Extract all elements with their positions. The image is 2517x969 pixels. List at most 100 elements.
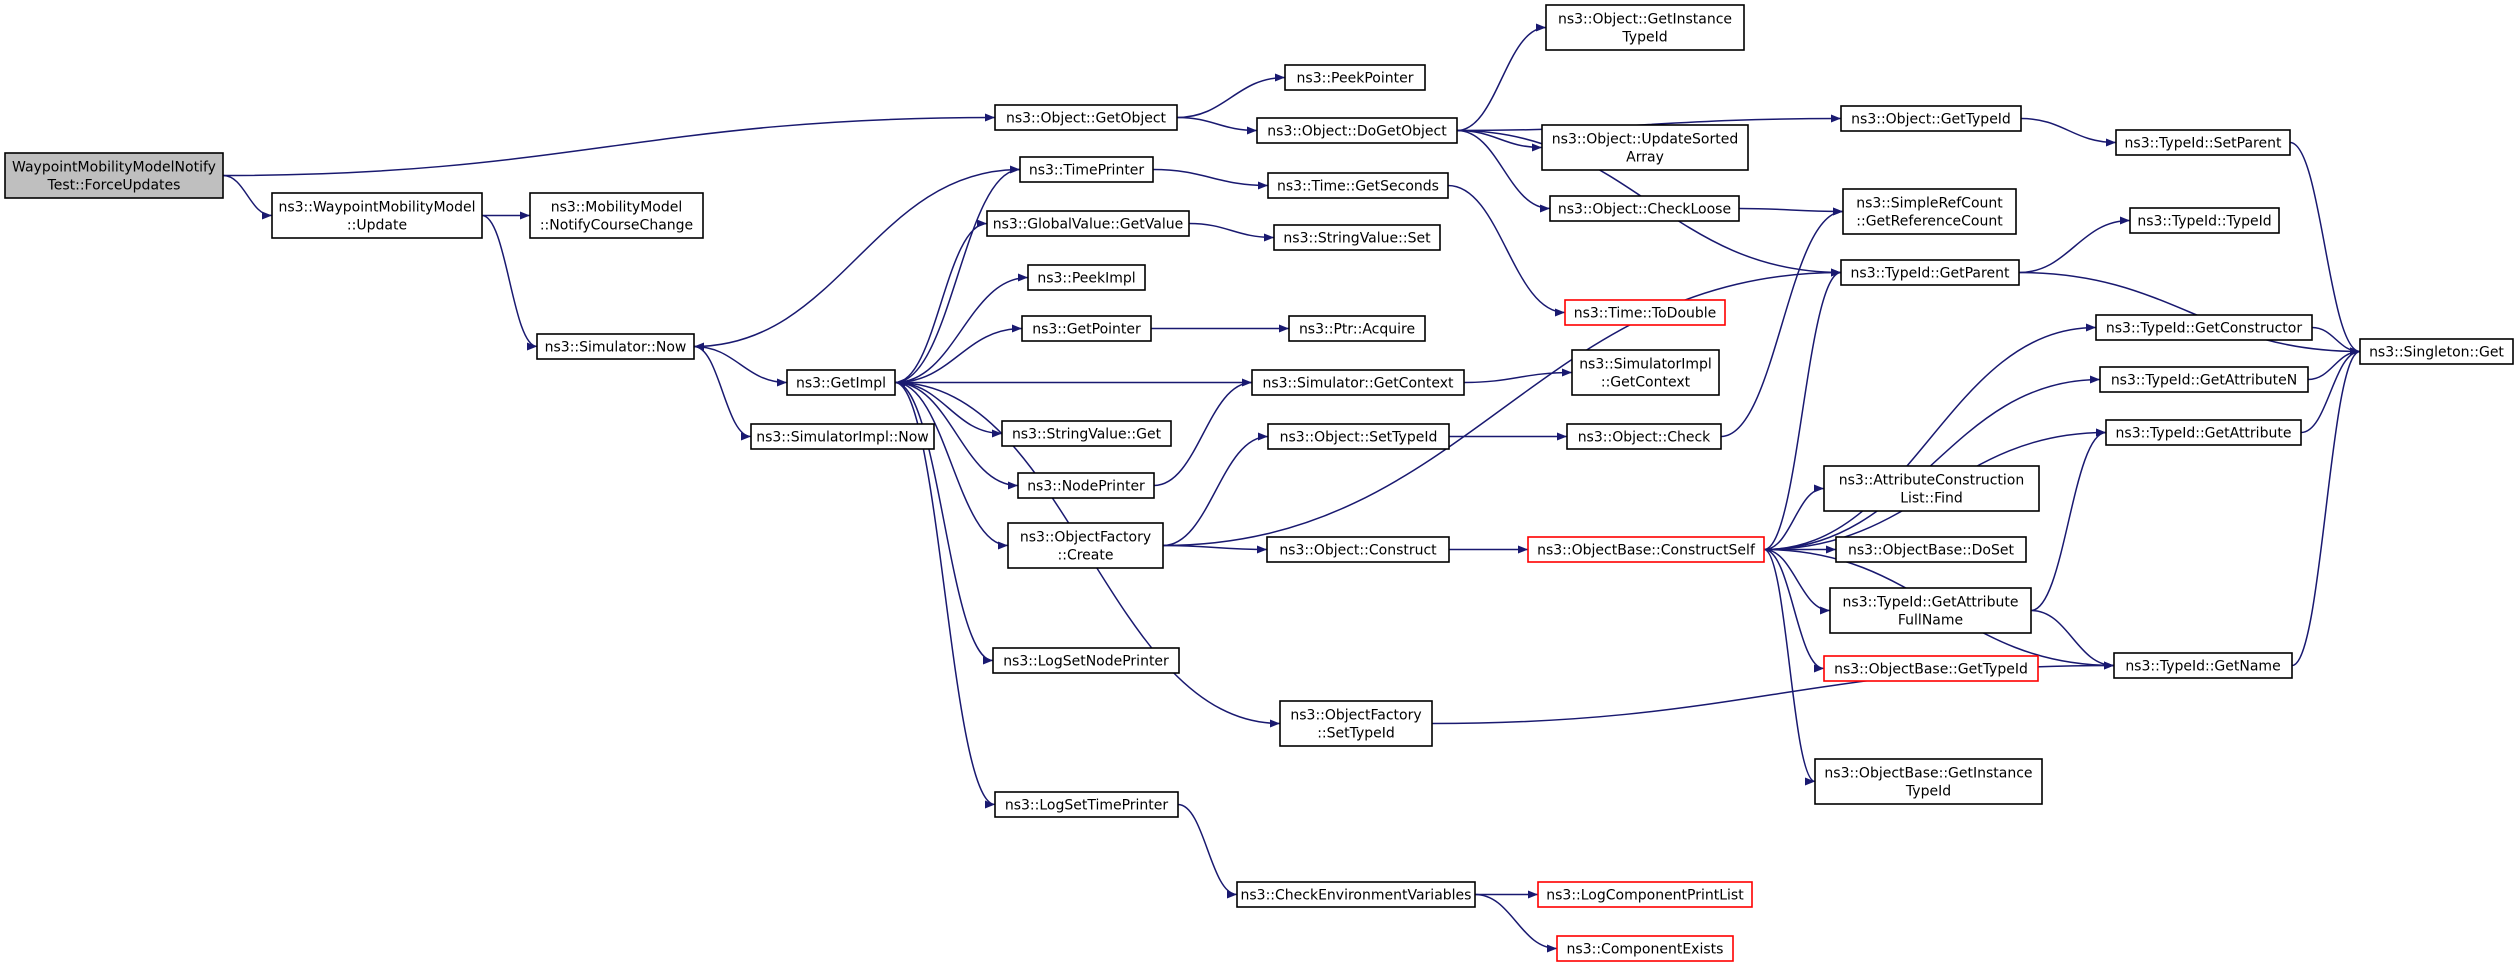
node-compexists[interactable]: ns3::ComponentExists [1556, 935, 1734, 962]
node-box [1288, 315, 1426, 342]
node-obj-gettypeid[interactable]: ns3::Object::GetTypeId [1840, 105, 2022, 132]
edge-obj-gettypeid-to-typeid-setparent [2020, 117, 2117, 147]
node-nodeprinter[interactable]: ns3::NodePrinter [1017, 472, 1155, 499]
node-label: ::NotifyCourseChange [540, 218, 693, 234]
node-typeid-getattributen[interactable]: ns3::TypeId::GetAttributeN [2099, 366, 2309, 393]
node-obj-settypeid[interactable]: ns3::Object::SetTypeId [1267, 423, 1450, 450]
node-ob-constructself[interactable]: ns3::ObjectBase::ConstructSelf [1527, 536, 1765, 563]
node-box [1236, 881, 1476, 908]
node-typeid-getparent[interactable]: ns3::TypeId::GetParent [1840, 259, 2020, 286]
node-label: TypeId [1905, 784, 1951, 800]
node-obj-getobject[interactable]: ns3::Object::GetObject [994, 104, 1178, 131]
node-label: ns3::LogSetNodePrinter [1003, 654, 1169, 670]
node-label: ns3::ObjectBase::ConstructSelf [1537, 543, 1756, 559]
node-label: ns3::MobilityModel [551, 200, 683, 216]
node-label: ns3::Simulator::GetContext [1262, 376, 1454, 392]
node-label: TypeId [1621, 30, 1667, 46]
edge-typeid-getattributen-to-singleton-get [2307, 347, 2361, 381]
node-label: ::GetReferenceCount [1856, 214, 2003, 230]
node-wmm-update[interactable]: ns3::WaypointMobilityModel::Update [271, 192, 483, 239]
node-typeid-getattribute[interactable]: ns3::TypeId::GetAttribute [2105, 419, 2302, 446]
node-label: ns3::Object::Check [1578, 430, 1711, 446]
edge-sim-now-to-simimpl-now [693, 345, 752, 441]
node-mm-notify[interactable]: ns3::MobilityModel::NotifyCourseChange [529, 192, 704, 239]
edge-logsettimeprinter-to-checkenv [1177, 803, 1238, 899]
node-ptr-acquire[interactable]: ns3::Ptr::Acquire [1288, 315, 1426, 342]
node-root[interactable]: WaypointMobilityModelNotifyTest::ForceUp… [4, 152, 224, 199]
node-label: ns3::TypeId::GetName [2125, 659, 2280, 675]
node-box [1527, 536, 1765, 563]
node-typeid-setparent[interactable]: ns3::TypeId::SetParent [2115, 129, 2291, 156]
node-logsettimeprinter[interactable]: ns3::LogSetTimePrinter [994, 791, 1179, 818]
node-srefcount[interactable]: ns3::SimpleRefCount::GetReferenceCount [1842, 188, 2017, 235]
node-box [271, 192, 483, 239]
node-typeid-getconstructor[interactable]: ns3::TypeId::GetConstructor [2095, 314, 2313, 341]
edge-typeid-getattrfullname-to-typeid-getname [2030, 609, 2115, 670]
node-box [786, 369, 896, 396]
node-label: ns3::WaypointMobilityModel [278, 200, 475, 216]
node-getpointer[interactable]: ns3::GetPointer [1021, 315, 1152, 342]
node-typeid-typeid[interactable]: ns3::TypeId::TypeId [2129, 207, 2280, 234]
node-box [2359, 338, 2514, 365]
node-label: ns3::SimpleRefCount [1856, 196, 2003, 212]
node-label: ns3::Object::CheckLoose [1558, 202, 1731, 218]
node-box [1549, 195, 1740, 222]
node-ob-doset[interactable]: ns3::ObjectBase::DoSet [1835, 536, 2027, 563]
node-box [994, 791, 1179, 818]
node-label: ns3::ObjectFactory [1020, 530, 1151, 546]
node-label: ns3::AttributeConstruction [1839, 473, 2024, 489]
edge-obj-checkloose-to-srefcount [1738, 207, 1844, 216]
edge-timeprinter-to-sim-now [693, 168, 1021, 351]
node-sv-get[interactable]: ns3::StringValue::Get [1001, 420, 1172, 447]
node-logsetnodeprinter[interactable]: ns3::LogSetNodePrinter [992, 647, 1180, 674]
node-peekpointer[interactable]: ns3::PeekPointer [1284, 64, 1426, 91]
node-label: ns3::ObjectFactory [1290, 708, 1421, 724]
edge-of-create-to-typeid-getparent [1162, 268, 1842, 547]
node-singleton-get[interactable]: ns3::Singleton::Get [2359, 338, 2514, 365]
node-logcompprintlist[interactable]: ns3::LogComponentPrintList [1537, 881, 1753, 908]
node-label: ns3::SimulatorImpl::Now [756, 430, 929, 446]
node-box [1842, 188, 2017, 235]
node-ob-gettypeid[interactable]: ns3::ObjectBase::GetTypeId [1823, 655, 2039, 682]
node-box [1814, 758, 2043, 805]
node-box [1823, 465, 2040, 512]
edge-typeid-setparent-to-singleton-get [2289, 141, 2361, 356]
edge-getimpl-to-nodeprinter [894, 381, 1019, 490]
node-checkenv[interactable]: ns3::CheckEnvironmentVariables [1236, 881, 1476, 908]
node-peekimpl[interactable]: ns3::PeekImpl [1027, 264, 1146, 291]
node-simimpl-getcontext[interactable]: ns3::SimulatorImpl::GetContext [1571, 349, 1720, 396]
node-sim-now[interactable]: ns3::Simulator::Now [536, 333, 695, 360]
node-timeprinter[interactable]: ns3::TimePrinter [1019, 156, 1154, 183]
node-label: ::SetTypeId [1317, 726, 1395, 742]
edge-obj-dogetobject-to-obj-getinstancetypeid [1456, 23, 1547, 132]
node-obj-dogetobject[interactable]: ns3::Object::DoGetObject [1256, 117, 1458, 144]
node-box [1835, 536, 2027, 563]
node-time-getseconds[interactable]: ns3::Time::GetSeconds [1267, 172, 1449, 199]
node-obj-checkloose[interactable]: ns3::Object::CheckLoose [1549, 195, 1740, 222]
edge-ob-constructself-to-typeid-getattributen [1763, 375, 2101, 551]
edge-wmm-update-to-sim-now [481, 214, 538, 351]
node-label: ns3::Object::SetTypeId [1280, 430, 1438, 446]
node-gv-getvalue[interactable]: ns3::GlobalValue::GetValue [986, 210, 1190, 237]
node-obj-construct[interactable]: ns3::Object::Construct [1266, 536, 1450, 563]
node-typeid-getname[interactable]: ns3::TypeId::GetName [2113, 652, 2293, 679]
node-box [2099, 366, 2309, 393]
node-getimpl[interactable]: ns3::GetImpl [786, 369, 896, 396]
node-label: ns3::Object::Construct [1279, 543, 1437, 559]
node-simimpl-now[interactable]: ns3::SimulatorImpl::Now [750, 423, 935, 450]
node-box [1027, 264, 1146, 291]
node-obj-check[interactable]: ns3::Object::Check [1566, 423, 1722, 450]
node-sim-getcontext[interactable]: ns3::Simulator::GetContext [1251, 369, 1465, 396]
node-label: ns3::NodePrinter [1027, 479, 1145, 495]
node-label: FullName [1898, 613, 1963, 629]
node-time-todouble[interactable]: ns3::Time::ToDouble [1564, 299, 1726, 326]
node-of-settypeid[interactable]: ns3::ObjectFactory::SetTypeId [1279, 700, 1433, 747]
node-sv-set[interactable]: ns3::StringValue::Set [1273, 224, 1441, 251]
node-of-create[interactable]: ns3::ObjectFactory::Create [1007, 522, 1164, 569]
node-label: ns3::TimePrinter [1029, 163, 1145, 179]
